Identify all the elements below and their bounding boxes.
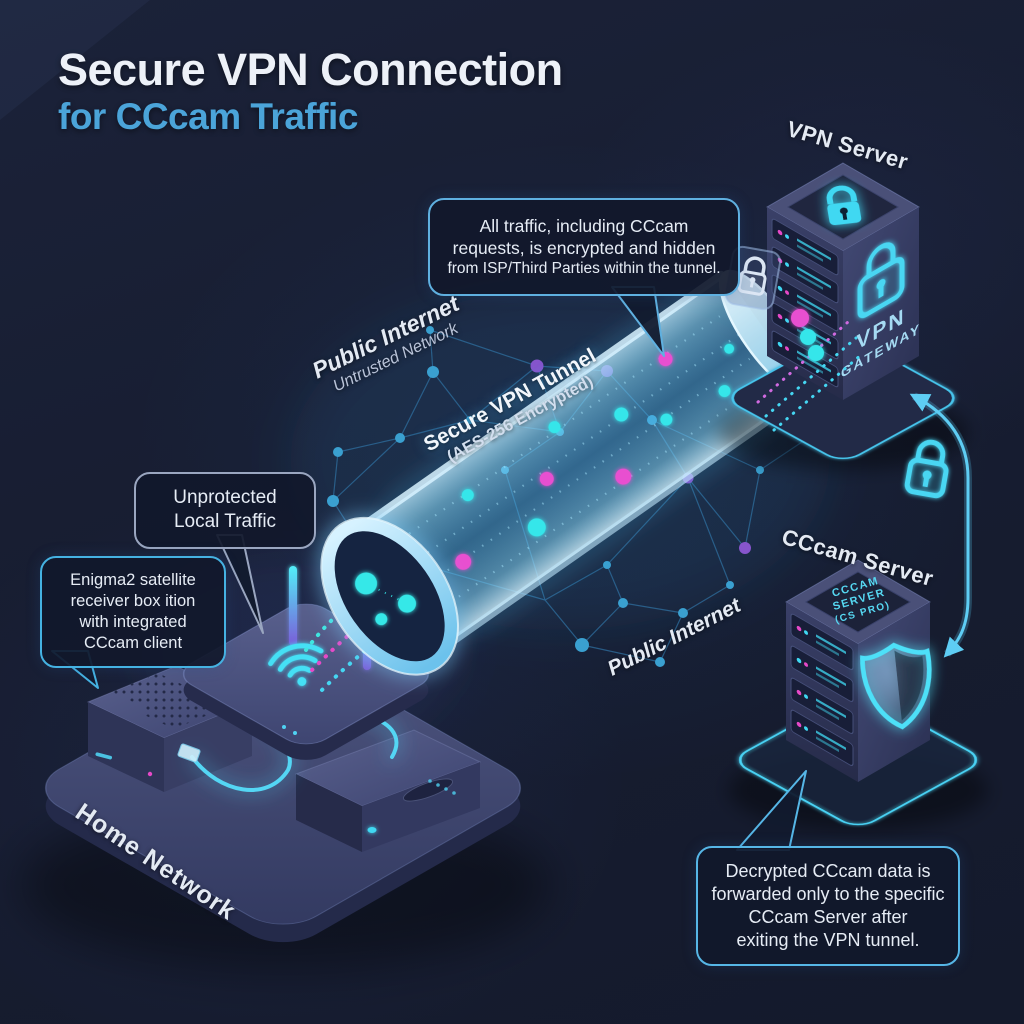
- callout-text: forwarded only to the specific: [711, 884, 945, 905]
- vpn-server-tower: VPN GATEWAY: [766, 162, 921, 400]
- lock-icon: [737, 256, 767, 296]
- callout-text: Decrypted CCcam data is: [725, 861, 931, 881]
- page-title: Secure VPN Connection for CCcam Traffic: [58, 44, 563, 139]
- tunnel-exit-streams: [756, 309, 864, 432]
- callout-text: Local Traffic: [173, 511, 277, 533]
- callout-text: All traffic, including CCcam: [479, 215, 689, 236]
- callout-text: Enigma2 satellite: [70, 571, 196, 589]
- rj45-connector: [177, 743, 201, 763]
- wifi-icon: [268, 643, 324, 687]
- server-rack-slots: [790, 613, 854, 766]
- callout-text: with integrated: [79, 613, 187, 632]
- receiver-led: [147, 771, 153, 777]
- title-line2: for CCcam Traffic: [58, 96, 358, 138]
- tunnel-mouth: [317, 513, 463, 679]
- rack-lines: [797, 238, 831, 374]
- callout-text: CCcam Server after: [748, 907, 908, 928]
- server-connection-arrow: [909, 392, 972, 658]
- power-led: [367, 827, 377, 833]
- callout-text: CCcam client: [83, 634, 183, 653]
- tunnel-data-dots: [404, 343, 735, 570]
- settop-box-device: [294, 729, 482, 852]
- callout-text: Unprotected: [173, 487, 277, 508]
- cccam-server-tower: CCCAM SERVER (CS PRO): [785, 559, 932, 782]
- callout-enigma2-receiver: Enigma2 satellite receiver box ition wit…: [40, 556, 226, 669]
- lock-icon: [826, 185, 862, 226]
- router-leds: [282, 725, 297, 735]
- vpn-tunnel: [317, 269, 814, 679]
- callout-text: exiting the VPN tunnel.: [736, 930, 920, 951]
- corner-light: [0, 0, 150, 120]
- callout-text: requests, is encrypted and hidden: [452, 238, 716, 259]
- router-antenna: [289, 566, 297, 646]
- data-dot: [800, 329, 816, 345]
- title-line1: Secure VPN Connection: [58, 44, 563, 95]
- callout-decrypted-data: Decrypted CCcam data is forwarded only t…: [696, 846, 960, 967]
- shield-icon: [860, 642, 932, 730]
- display-window: [402, 778, 454, 802]
- callout-unprotected-traffic: Unprotected Local Traffic: [134, 472, 316, 549]
- data-dot: [808, 345, 824, 361]
- callout-text: receiver box ition: [70, 592, 196, 611]
- receiver-led-bar: [95, 752, 113, 760]
- vent-grid: [112, 673, 196, 710]
- status-leds: [428, 779, 456, 795]
- data-dot: [791, 309, 809, 327]
- rack-lines: [816, 634, 846, 753]
- callout-text: from ISP/Third Parties within the tunnel…: [447, 260, 721, 278]
- lock-icon: [857, 242, 905, 319]
- callout-encrypted-traffic: All traffic, including CCcam requests, i…: [428, 198, 740, 296]
